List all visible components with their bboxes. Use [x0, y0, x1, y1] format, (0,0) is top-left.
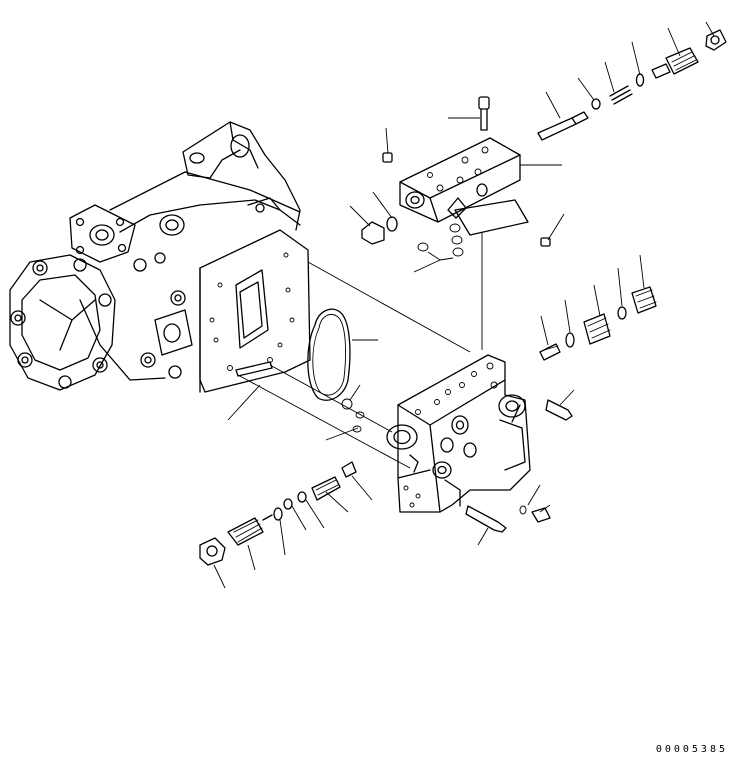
top-adjuster-stack [537, 29, 727, 141]
small-o-rings [417, 223, 464, 257]
small-plug-left [382, 152, 393, 163]
lower-adjuster-stack [199, 476, 341, 566]
small-plug-right [540, 237, 551, 247]
small-seals-left [341, 398, 365, 478]
dowel-pin [235, 361, 273, 377]
o-ring [307, 308, 351, 401]
gasket [454, 199, 529, 236]
plug-with-oring [361, 216, 398, 245]
alignment-lines [237, 261, 471, 469]
small-washer-bolt [519, 505, 551, 523]
callout-leaders [213, 21, 715, 589]
hydraulic-pump-assembly [9, 121, 311, 393]
hex-bolt-right [545, 399, 573, 421]
right-adjuster-stack [539, 286, 657, 361]
upper-valve-block [399, 137, 521, 223]
lower-control-valve [386, 354, 531, 513]
hex-bolt-bottom [465, 505, 507, 533]
cap-screw-top [478, 96, 490, 131]
document-number: 00005385 [655, 744, 728, 755]
